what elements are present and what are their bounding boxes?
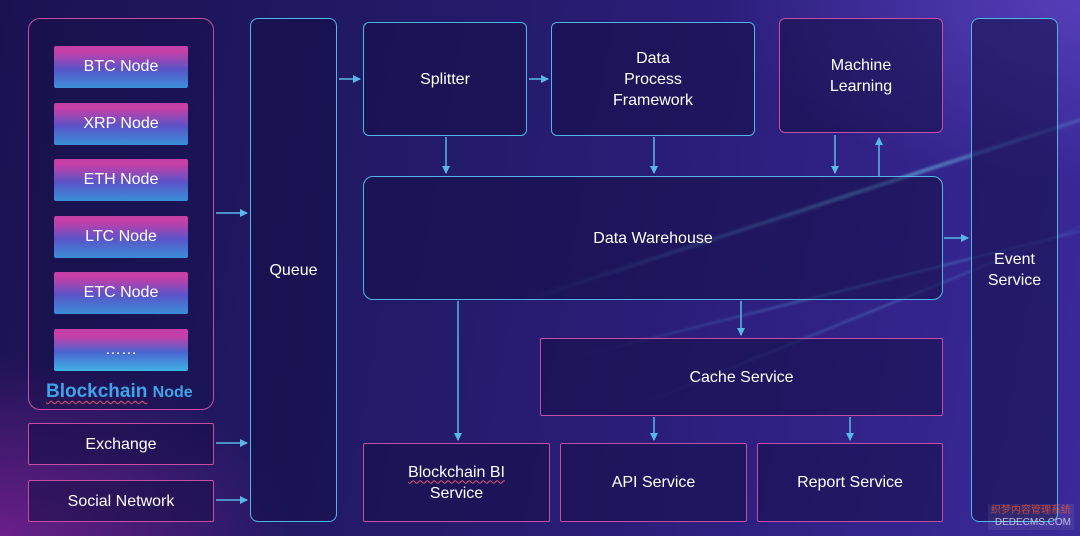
social-network-box: Social Network <box>28 480 214 522</box>
cache-service-box: Cache Service <box>540 338 943 416</box>
data-process-line-2: Process <box>624 70 682 88</box>
eth-node: ETH Node <box>54 159 188 201</box>
queue-label: Queue <box>269 261 318 279</box>
cache-service-label: Cache Service <box>689 368 794 386</box>
btc-node: BTC Node <box>54 46 188 88</box>
blockchain-node-label: Blockchain Node <box>46 381 193 403</box>
data-warehouse-box: Data Warehouse <box>363 176 943 300</box>
queue-box: Queue <box>250 18 337 522</box>
blockchain-bi-service-box: Blockchain BI Service <box>363 443 550 522</box>
bi-service-line-1: Blockchain BI <box>408 463 505 481</box>
api-service-label: API Service <box>611 474 696 491</box>
data-warehouse-label: Data Warehouse <box>593 229 713 247</box>
event-service-line-2: Service <box>987 272 1042 289</box>
machine-learning-line-1: Machine <box>830 56 892 74</box>
exchange-label: Exchange <box>85 435 157 453</box>
site-watermark: 织梦内容管理系统 DEDECMS.COM <box>988 504 1074 530</box>
data-process-line-1: Data <box>636 49 670 67</box>
event-service-line-1: Event <box>994 251 1035 268</box>
ltc-node: LTC Node <box>54 216 188 258</box>
etc-node: ETC Node <box>54 272 188 314</box>
machine-learning-box: Machine Learning <box>779 18 943 133</box>
bi-service-line-2: Service <box>429 484 484 502</box>
machine-learning-line-2: Learning <box>829 77 893 95</box>
data-process-line-3: Framework <box>612 91 693 109</box>
splitter-box: Splitter <box>363 22 527 136</box>
api-service-box: API Service <box>560 443 747 522</box>
more-nodes: …… <box>54 329 188 371</box>
report-service-box: Report Service <box>757 443 943 522</box>
social-network-label: Social Network <box>67 492 175 510</box>
xrp-node: XRP Node <box>54 103 188 145</box>
splitter-label: Splitter <box>420 70 470 88</box>
exchange-box: Exchange <box>28 423 214 465</box>
report-service-label: Report Service <box>797 474 903 491</box>
event-service-box: Event Service <box>971 18 1058 522</box>
watermark-en: DEDECMS.COM <box>994 517 1071 528</box>
watermark-cn: 织梦内容管理系统 <box>991 505 1071 516</box>
group-label-main: Blockchain <box>46 381 148 402</box>
data-process-framework-box: Data Process Framework <box>551 22 755 136</box>
group-label-sub: Node <box>152 384 193 401</box>
